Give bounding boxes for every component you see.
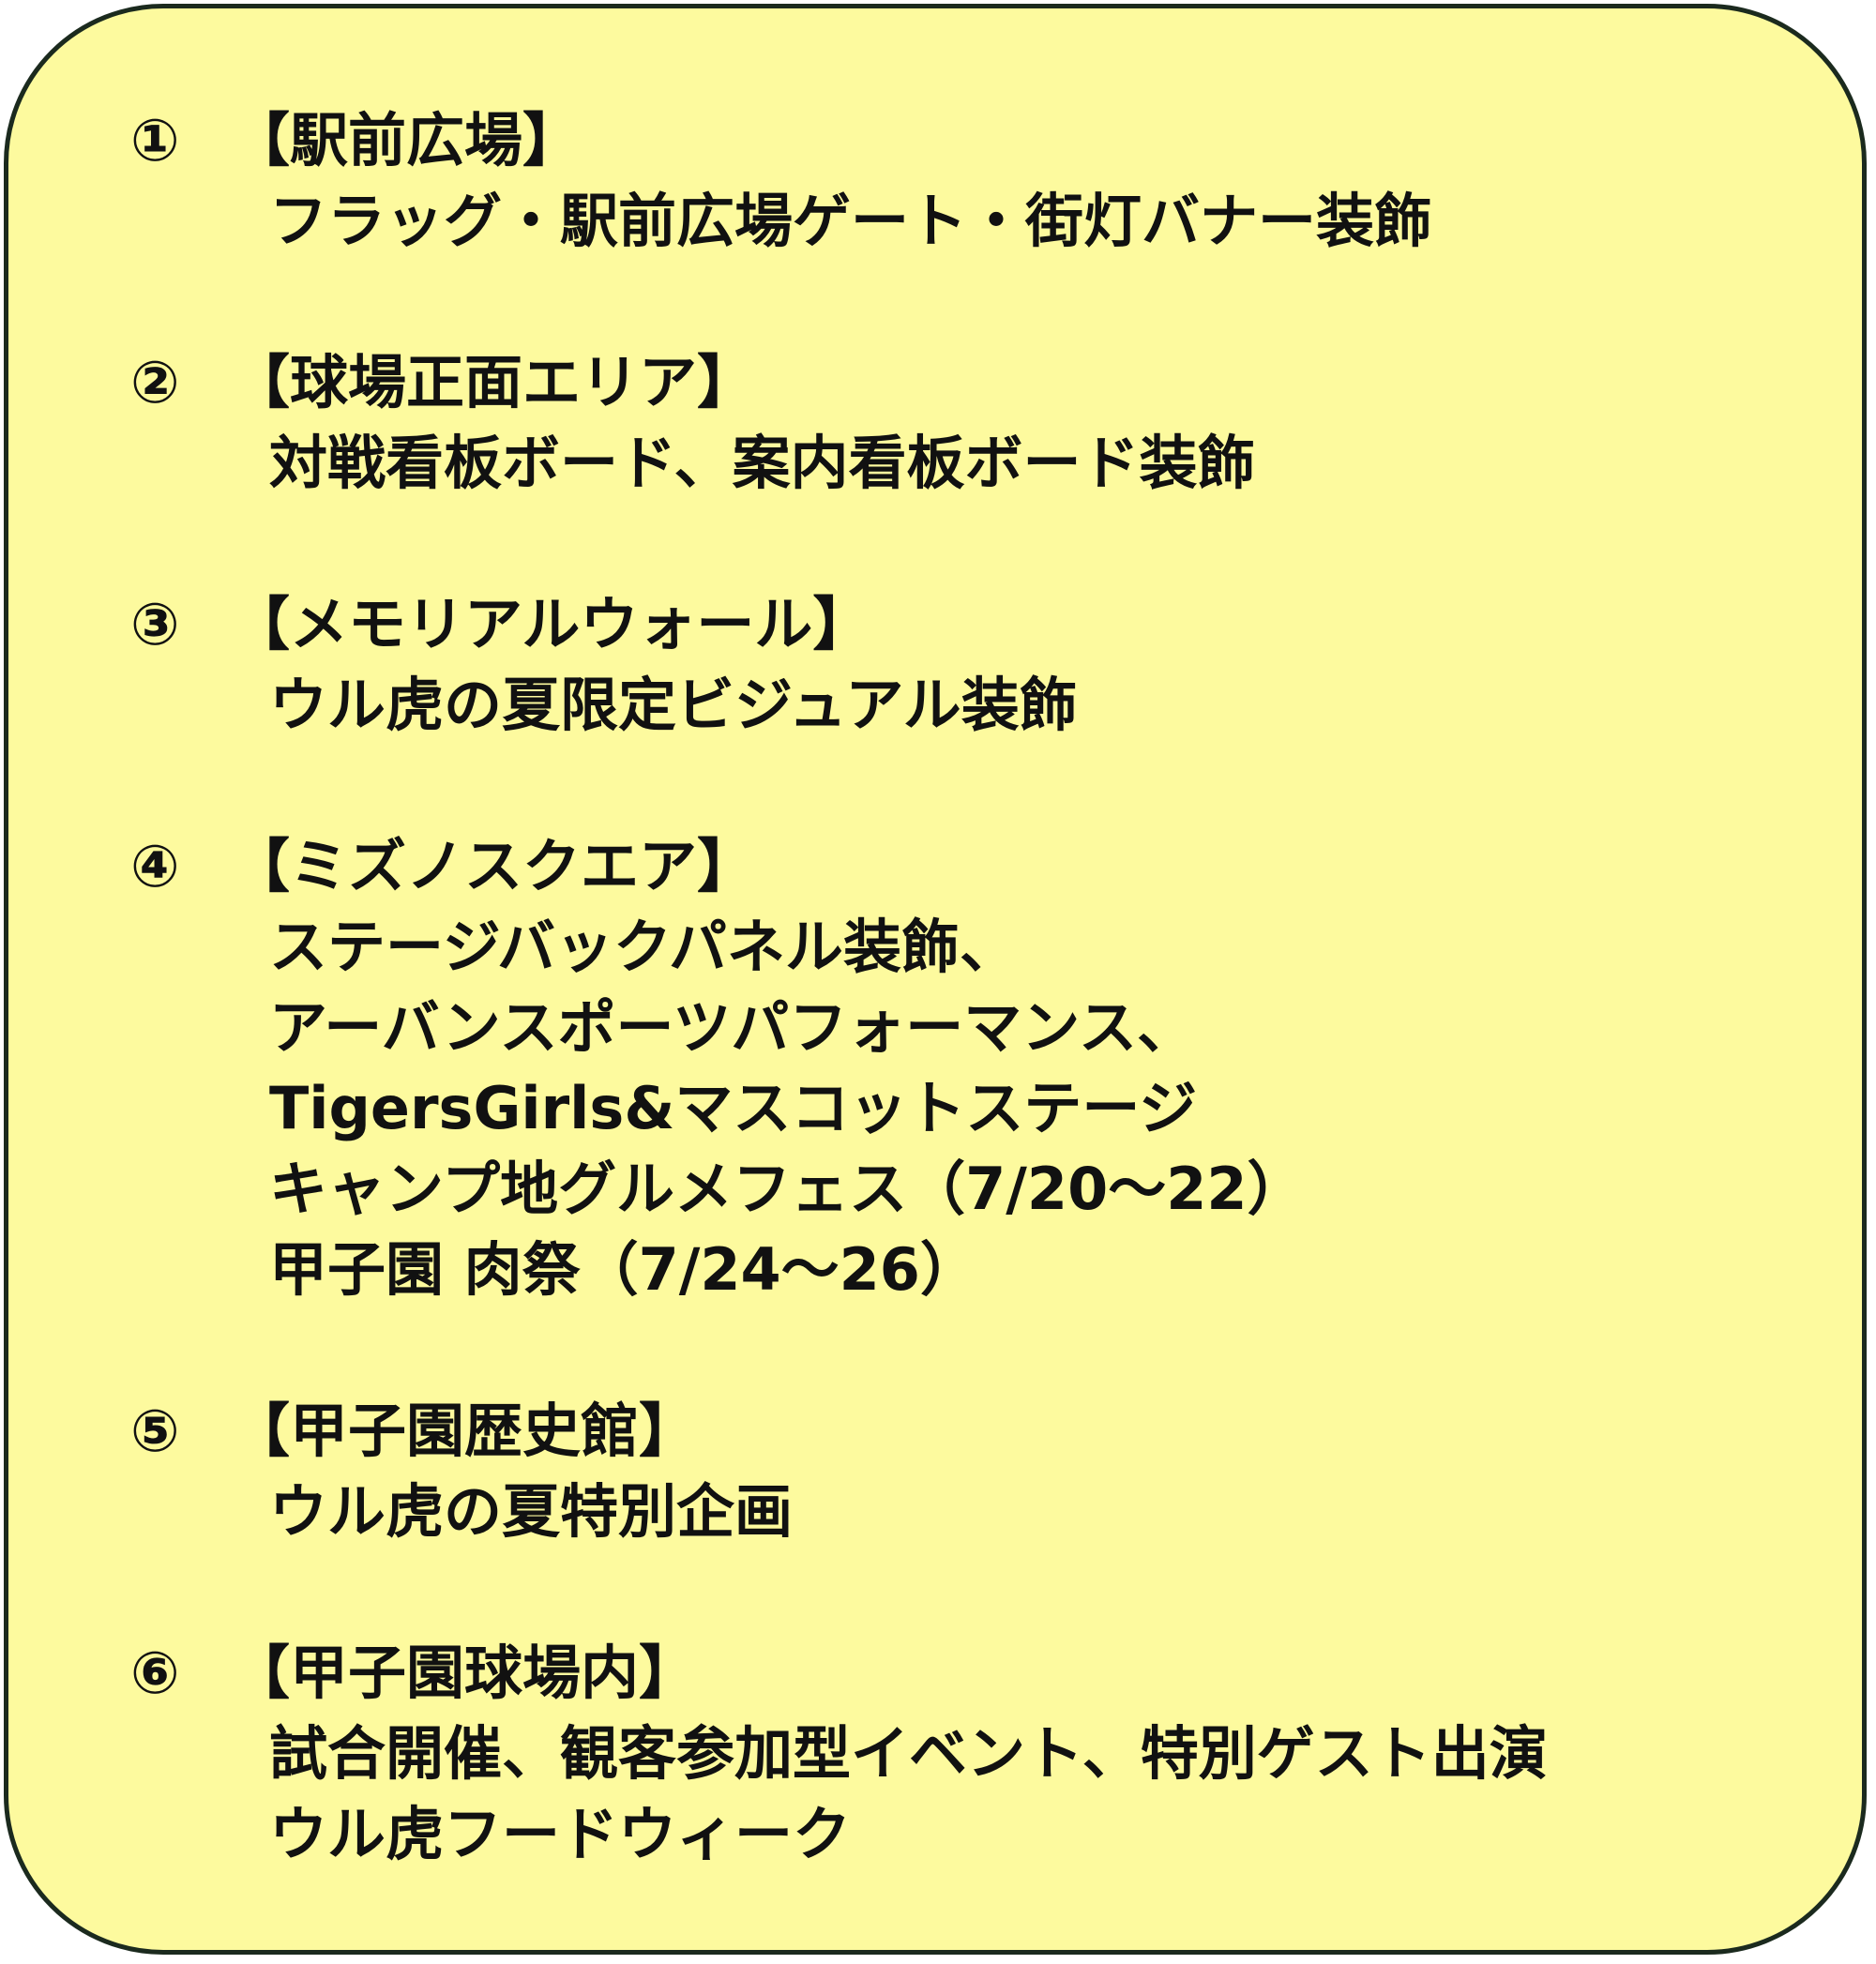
section-title: 【ミズノスクエア】 (232, 832, 756, 900)
section-line: ウル虎の夏特別企画 (269, 1477, 794, 1546)
section-line: ウル虎フードウィーク (269, 1800, 852, 1868)
section-line: TigersGirls&マスコットステージ (269, 1074, 1198, 1142)
section-number: ⑤ (130, 1397, 180, 1465)
event-list: ① 【駅前広場】 フラッグ・駅前広場ゲート・街灯バナー装飾 ② 【球場正面エリア… (130, 100, 1838, 1875)
section-line: アーバンスポーツパフォーマンス、 (269, 993, 1196, 1062)
section-heading: ③ 【メモリアルウォール】 (130, 584, 1838, 665)
section-line: ウル虎の夏限定ビジュアル装飾 (269, 671, 1078, 739)
section-line: フラッグ・駅前広場ゲート・街灯バナー装飾 (269, 187, 1433, 255)
section-line: キャンプ地グルメフェス（7/20～22） (269, 1155, 1306, 1223)
section-stadium-front: ② 【球場正面エリア】 対戦看板ボード、案内看板ボード装飾 (130, 342, 1838, 504)
section-number: ② (130, 348, 180, 416)
section-stadium-inside: ⑥ 【甲子園球場内】 試合開催、観客参加型イベント、特別ゲスト出演 ウル虎フード… (130, 1633, 1838, 1875)
section-title: 【甲子園球場内】 (232, 1639, 698, 1707)
section-title: 【球場正面エリア】 (232, 348, 756, 416)
section-title: 【メモリアルウォール】 (232, 590, 871, 658)
section-number: ① (130, 106, 180, 174)
section-history-museum: ⑤ 【甲子園歴史館】 ウル虎の夏特別企画 (130, 1391, 1838, 1552)
section-line: 対戦看板ボード、案内看板ボード装飾 (269, 429, 1256, 497)
section-station-plaza: ① 【駅前広場】 フラッグ・駅前広場ゲート・街灯バナー装飾 (130, 100, 1838, 262)
section-number: ④ (130, 832, 180, 900)
section-number: ⑥ (130, 1639, 180, 1707)
section-title: 【甲子園歴史館】 (232, 1397, 698, 1465)
section-heading: ① 【駅前広場】 (130, 100, 1838, 181)
section-title: 【駅前広場】 (232, 106, 582, 174)
section-heading: ④ 【ミズノスクエア】 (130, 826, 1838, 907)
section-mizuno-square: ④ 【ミズノスクエア】 ステージバックパネル装飾、 アーバンスポーツパフォーマン… (130, 826, 1838, 1310)
section-heading: ⑤ 【甲子園歴史館】 (130, 1391, 1838, 1472)
section-line: 甲子園 肉祭（7/24～26） (269, 1235, 978, 1304)
section-line: 試合開催、観客参加型イベント、特別ゲスト出演 (269, 1719, 1548, 1788)
section-number: ③ (130, 590, 180, 658)
section-memorial-wall: ③ 【メモリアルウォール】 ウル虎の夏限定ビジュアル装飾 (130, 584, 1838, 746)
section-heading: ② 【球場正面エリア】 (130, 342, 1838, 423)
section-line: ステージバックパネル装飾、 (269, 913, 1018, 981)
info-panel: ① 【駅前広場】 フラッグ・駅前広場ゲート・街灯バナー装飾 ② 【球場正面エリア… (4, 4, 1867, 1955)
section-heading: ⑥ 【甲子園球場内】 (130, 1633, 1838, 1714)
